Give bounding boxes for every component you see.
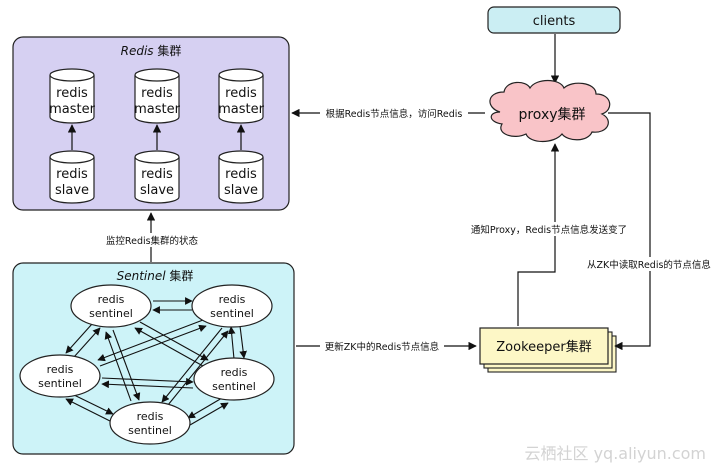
- svg-text:redis: redis: [56, 86, 88, 101]
- svg-text:sentinel: sentinel: [38, 377, 82, 390]
- svg-text:redis: redis: [141, 86, 173, 101]
- svg-text:Zookeeper集群: Zookeeper集群: [496, 339, 591, 355]
- svg-text:redis: redis: [137, 410, 164, 423]
- svg-text:sentinel: sentinel: [212, 380, 256, 393]
- notify-proxy-arrow: [517, 143, 560, 326]
- update-zk-label: 更新ZK中的Redis节点信息: [325, 341, 439, 353]
- svg-text:sentinel: sentinel: [128, 424, 172, 437]
- svg-text:clients: clients: [533, 14, 576, 29]
- svg-text:redis: redis: [98, 293, 125, 306]
- read-zk-label: 从ZK中读取Redis的节点信息: [587, 259, 711, 271]
- redis-cluster-title: Redis 集群: [121, 43, 182, 58]
- sentinel-node-5: redis sentinel: [109, 401, 191, 445]
- svg-text:master: master: [218, 102, 264, 117]
- sentinel-node-3: redis sentinel: [19, 354, 101, 398]
- sentinel-node-1: redis sentinel: [70, 284, 152, 328]
- svg-text:redis: redis: [47, 363, 74, 376]
- notify-proxy-label: 通知Proxy，Redis节点信息发送变了: [471, 224, 627, 236]
- proxy-cloud: proxy集群: [489, 79, 611, 143]
- clients-node: clients: [487, 6, 621, 34]
- redis-master-2: redis master: [134, 68, 181, 124]
- access-redis-label: 根据Redis节点信息，访问Redis: [326, 108, 463, 120]
- svg-text:sentinel: sentinel: [210, 307, 254, 320]
- svg-text:slave: slave: [224, 183, 258, 198]
- redis-master-1: redis master: [49, 68, 96, 124]
- svg-text:master: master: [49, 102, 95, 117]
- svg-text:sentinel: sentinel: [89, 307, 133, 320]
- sentinel-cluster-title: Sentinel 集群: [117, 268, 194, 283]
- sentinel-mesh: [65, 297, 247, 426]
- read-zk-arrow: [608, 112, 651, 351]
- svg-text:slave: slave: [55, 183, 89, 198]
- svg-text:master: master: [134, 102, 180, 117]
- redis-master-3: redis master: [218, 68, 265, 124]
- zookeeper-node: Zookeeper集群: [479, 327, 617, 373]
- monitor-label: 监控Redis集群的状态: [106, 235, 199, 247]
- svg-text:proxy集群: proxy集群: [518, 106, 585, 123]
- sentinel-node-2: redis sentinel: [191, 284, 273, 328]
- redis-slave-2: redis slave: [134, 150, 180, 204]
- svg-text:redis: redis: [141, 167, 173, 182]
- svg-text:redis: redis: [225, 167, 257, 182]
- svg-text:redis: redis: [56, 167, 88, 182]
- redis-slave-3: redis slave: [218, 150, 264, 204]
- svg-text:slave: slave: [140, 183, 174, 198]
- svg-text:redis: redis: [219, 293, 246, 306]
- svg-text:redis: redis: [225, 86, 257, 101]
- sentinel-node-4: redis sentinel: [193, 357, 275, 401]
- watermark: 云栖社区 yq.aliyun.com: [524, 444, 706, 463]
- redis-slave-1: redis slave: [49, 150, 95, 204]
- svg-text:redis: redis: [221, 366, 248, 379]
